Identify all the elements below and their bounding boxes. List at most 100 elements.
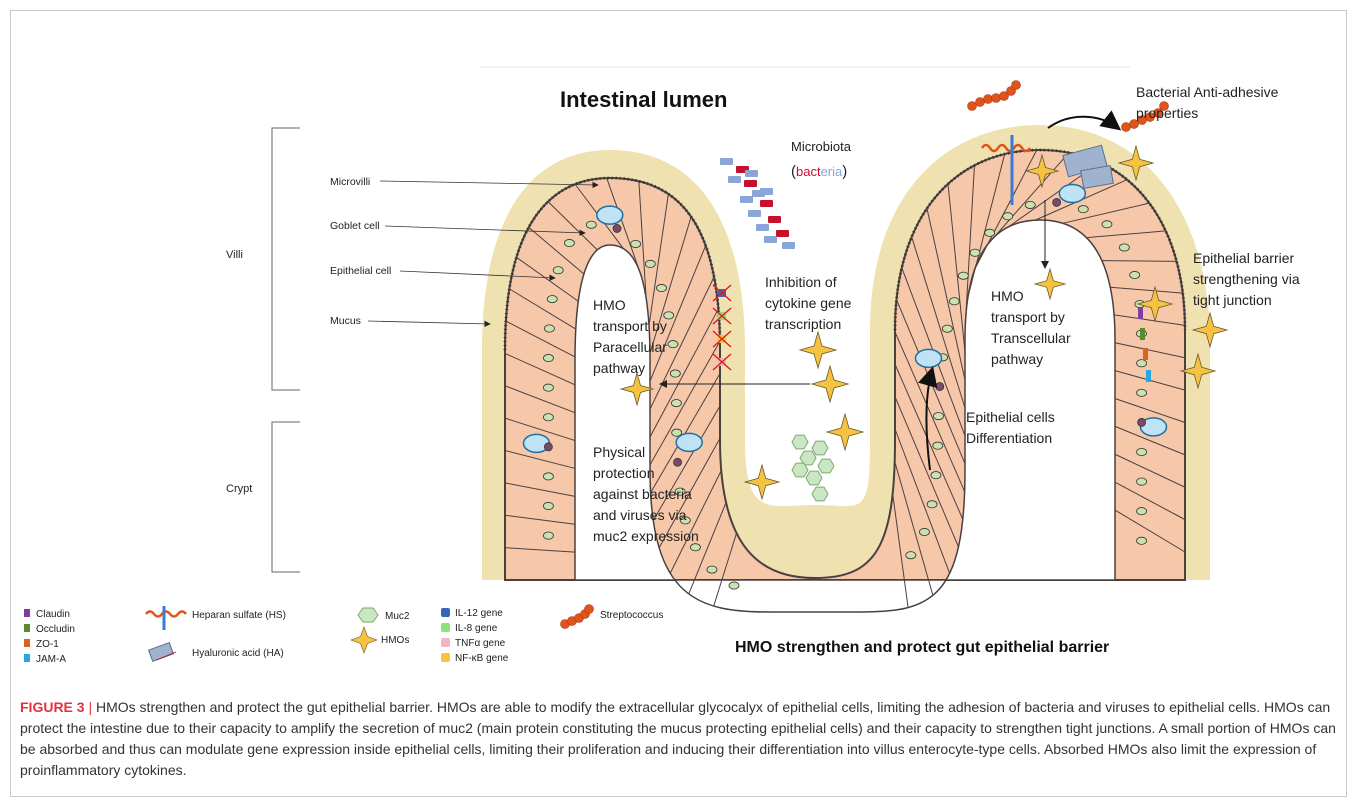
nucleus (543, 473, 553, 480)
svg-text:transcription: transcription (765, 316, 841, 332)
svg-text:Transcellular: Transcellular (991, 330, 1071, 346)
caption-separator: | (85, 699, 96, 715)
microbiota-label: Microbiota (bacteria) (791, 139, 852, 180)
hmo-star (812, 366, 848, 402)
svg-text:IL-12 gene: IL-12 gene (455, 608, 503, 619)
nucleus (645, 260, 655, 267)
svg-text:Claudin: Claudin (36, 609, 70, 620)
bacterium (776, 230, 789, 237)
svg-text:Paracellular: Paracellular (593, 339, 667, 355)
nucleus (553, 267, 563, 274)
nucleus (543, 354, 553, 361)
svg-text:HMOs: HMOs (381, 635, 409, 646)
legend: Claudin Occludin ZO-1 JAM-A Heparan sulf… (24, 605, 663, 666)
nucleus (1137, 537, 1147, 544)
svg-text:pathway: pathway (593, 360, 645, 376)
svg-text:Occludin: Occludin (36, 624, 75, 635)
svg-text:against bacteria: against bacteria (593, 486, 692, 502)
label-microvilli: Microvilli (330, 176, 370, 188)
coccus (984, 95, 993, 104)
bacterium (756, 224, 769, 231)
goblet-nucleus (674, 458, 682, 466)
svg-text:and viruses via: and viruses via (593, 507, 687, 523)
legend-genes: IL-12 gene IL-8 gene TNFα gene NF-κB gen… (441, 608, 509, 664)
villi-bracket: Villi (226, 128, 300, 390)
goblet-cell (915, 349, 941, 367)
nucleus (586, 221, 596, 228)
muc2-hexagon (792, 463, 808, 477)
coccus (968, 102, 977, 111)
hmo-star (827, 414, 863, 450)
nucleus (670, 370, 680, 377)
nucleus (1025, 201, 1035, 208)
muc2-hexagon (818, 459, 834, 473)
nucleus (657, 284, 667, 291)
hmo-star (800, 332, 836, 368)
cell-border (1102, 261, 1177, 262)
villi-label: Villi (226, 249, 243, 261)
nucleus (933, 442, 943, 449)
svg-text:pathway: pathway (991, 351, 1043, 367)
annotation-barrier: Epithelial barrier strengthening via tig… (1193, 250, 1300, 308)
svg-text:Differentiation: Differentiation (966, 430, 1052, 446)
svg-text:Muc2: Muc2 (385, 611, 410, 622)
goblet-nucleus (1138, 418, 1146, 426)
coccus (976, 98, 985, 107)
legend-ha: Hyaluronic acid (HA) (149, 643, 284, 662)
nucleus (1119, 244, 1129, 251)
svg-text:Epithelial cells: Epithelial cells (966, 409, 1055, 425)
nucleus (927, 501, 937, 508)
caption-text: HMOs strengthen and protect the gut epit… (20, 699, 1336, 778)
muc2-hexagon (812, 487, 828, 501)
goblet-nucleus (1053, 198, 1061, 206)
bacterium (760, 188, 773, 195)
coccus (992, 94, 1001, 103)
svg-text:Microbiota: Microbiota (791, 139, 852, 154)
bacterium (720, 158, 733, 165)
main-title: HMO strengthen and protect gut epithelia… (735, 639, 1109, 656)
coccus (1012, 81, 1021, 90)
coccus (585, 605, 594, 614)
gut-barrier-diagram: Villi Crypt Intestinal lumen Microvilli … (0, 0, 1355, 680)
svg-text:Streptococcus: Streptococcus (600, 610, 663, 621)
muc2-cluster (792, 435, 834, 501)
nucleus (958, 272, 968, 279)
nucleus (1137, 389, 1147, 396)
lumen-label: Intestinal lumen (560, 87, 727, 112)
muc2-hexagon (806, 471, 822, 485)
nucleus (919, 528, 929, 535)
label-goblet: Goblet cell (330, 220, 380, 232)
bacterium (744, 180, 757, 187)
goblet-nucleus (544, 443, 552, 451)
svg-text:JAM-A: JAM-A (36, 654, 66, 665)
goblet-nucleus (613, 224, 621, 232)
nucleus (1078, 206, 1088, 213)
svg-text:Epithelial barrier: Epithelial barrier (1193, 250, 1294, 266)
svg-text:transport by: transport by (991, 309, 1065, 325)
svg-text:ZO-1: ZO-1 (36, 639, 59, 650)
svg-text:Physical: Physical (593, 444, 645, 460)
svg-text:TNFα gene: TNFα gene (455, 638, 506, 649)
nucleus (1137, 508, 1147, 515)
annotation-inhibition: Inhibition of cytokine gene transcriptio… (765, 274, 852, 332)
nucleus (942, 325, 952, 332)
crypt-bracket: Crypt (226, 422, 300, 572)
bacterium (760, 200, 773, 207)
nucleus (1137, 360, 1147, 367)
svg-text:Hyaluronic acid (HA): Hyaluronic acid (HA) (192, 648, 284, 659)
svg-text:cytokine gene: cytokine gene (765, 295, 852, 311)
nucleus (671, 399, 681, 406)
nucleus (906, 552, 916, 559)
nucleus (564, 239, 574, 246)
muc2-hexagon (812, 441, 828, 455)
nucleus (949, 298, 959, 305)
microbiota-bacteria (720, 158, 795, 249)
coccus (1122, 123, 1131, 132)
svg-text:Heparan sulfate (HS): Heparan sulfate (HS) (192, 610, 286, 621)
nucleus (690, 544, 700, 551)
svg-text:(bacteria): (bacteria) (791, 163, 847, 180)
goblet-cell (676, 433, 702, 451)
nucleus (1003, 213, 1013, 220)
nucleus (543, 384, 553, 391)
nucleus (707, 566, 717, 573)
